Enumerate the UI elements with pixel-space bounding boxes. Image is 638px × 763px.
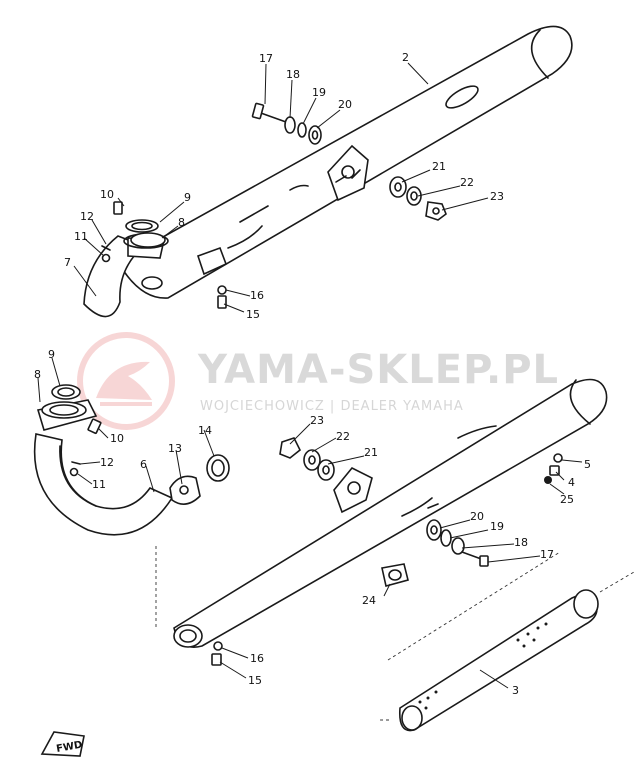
baffle-tube-3 xyxy=(398,589,599,732)
watermark-title: YAMA-SKLEP.PL xyxy=(197,347,559,393)
callouts-upper: 2 17 18 19 20 10 9 8 12 11 7 16 15 21 22… xyxy=(64,51,504,321)
upper-assembly: 2 17 18 19 20 10 9 8 12 11 7 16 15 21 22… xyxy=(64,25,573,321)
ring-14 xyxy=(206,454,230,482)
damper-24 xyxy=(381,563,409,587)
lower-bracket-upper xyxy=(196,246,228,276)
baffle-perforation xyxy=(418,622,548,710)
watermark-logo xyxy=(77,332,175,430)
callout-9: 9 xyxy=(184,191,191,204)
callout-17: 17 xyxy=(259,52,273,65)
alignment-dashes xyxy=(155,546,635,721)
callout-23: 23 xyxy=(490,190,504,203)
clamp-13 xyxy=(169,475,201,505)
mount-bracket-lower xyxy=(333,466,373,514)
small-fasteners-upper xyxy=(101,201,123,263)
fwd-label: FWD xyxy=(55,740,83,755)
watermark: YAMA-SKLEP.PL WOJCIECHOWICZ | DEALER YAM… xyxy=(77,332,559,430)
callout-23: 23 xyxy=(310,414,324,427)
callout-24: 24 xyxy=(362,594,376,607)
callout-16: 16 xyxy=(250,289,264,302)
small-fasteners-lower xyxy=(69,418,102,477)
callout-12: 12 xyxy=(100,456,114,469)
lower-assembly: 9 8 10 12 11 6 13 14 23 22 21 20 19 18 1… xyxy=(33,348,635,732)
callout-21: 21 xyxy=(432,160,446,173)
callout-8: 8 xyxy=(34,368,41,381)
callout-15: 15 xyxy=(246,308,260,321)
callout-8: 8 xyxy=(178,216,185,229)
callout-20: 20 xyxy=(338,98,352,111)
callout-17: 17 xyxy=(540,548,554,561)
mount-bracket-upper xyxy=(327,144,369,202)
callout-5: 5 xyxy=(584,458,591,471)
callout-13: 13 xyxy=(168,442,182,455)
callout-7: 7 xyxy=(64,256,71,269)
callout-16: 16 xyxy=(250,652,264,665)
callout-6: 6 xyxy=(140,458,147,471)
bolt-15-16-lower xyxy=(211,641,223,666)
callout-3: 3 xyxy=(512,684,519,697)
callout-11: 11 xyxy=(92,478,106,491)
bolt-15-16-upper xyxy=(217,285,227,309)
callout-12: 12 xyxy=(80,210,94,223)
bolt-stack-upper-left xyxy=(251,102,322,145)
callouts-lower: 9 8 10 12 11 6 13 14 23 22 21 20 19 18 1… xyxy=(34,348,591,697)
callout-14: 14 xyxy=(198,424,212,437)
callout-19: 19 xyxy=(312,86,326,99)
callout-22: 22 xyxy=(336,430,350,443)
watermark-subtitle: WOJCIECHOWICZ | DEALER YAMAHA xyxy=(200,399,464,414)
bolt-stack-lower-right xyxy=(426,519,489,567)
callout-20: 20 xyxy=(470,510,484,523)
callout-25: 25 xyxy=(560,493,574,506)
callout-11: 11 xyxy=(74,230,88,243)
callout-4: 4 xyxy=(568,476,575,489)
muffler-lower xyxy=(173,378,608,648)
gasket-rings-upper xyxy=(125,219,166,248)
callout-18: 18 xyxy=(514,536,528,549)
leader-lines-upper xyxy=(73,62,489,313)
callout-2: 2 xyxy=(402,51,409,64)
callout-21: 21 xyxy=(364,446,378,459)
callout-18: 18 xyxy=(286,68,300,81)
small-parts-4-5-25 xyxy=(544,453,563,484)
callout-15: 15 xyxy=(248,674,262,687)
callout-19: 19 xyxy=(490,520,504,533)
bolt-stack-lower-left xyxy=(279,437,335,481)
callout-9: 9 xyxy=(48,348,55,361)
fwd-direction-marker: FWD xyxy=(40,731,85,757)
callout-10: 10 xyxy=(100,188,114,201)
callout-22: 22 xyxy=(460,176,474,189)
callout-10: 10 xyxy=(110,432,124,445)
leader-lines-lower xyxy=(37,357,583,689)
gasket-rings-lower xyxy=(36,384,98,431)
bolt-stack-upper-right xyxy=(389,176,447,221)
